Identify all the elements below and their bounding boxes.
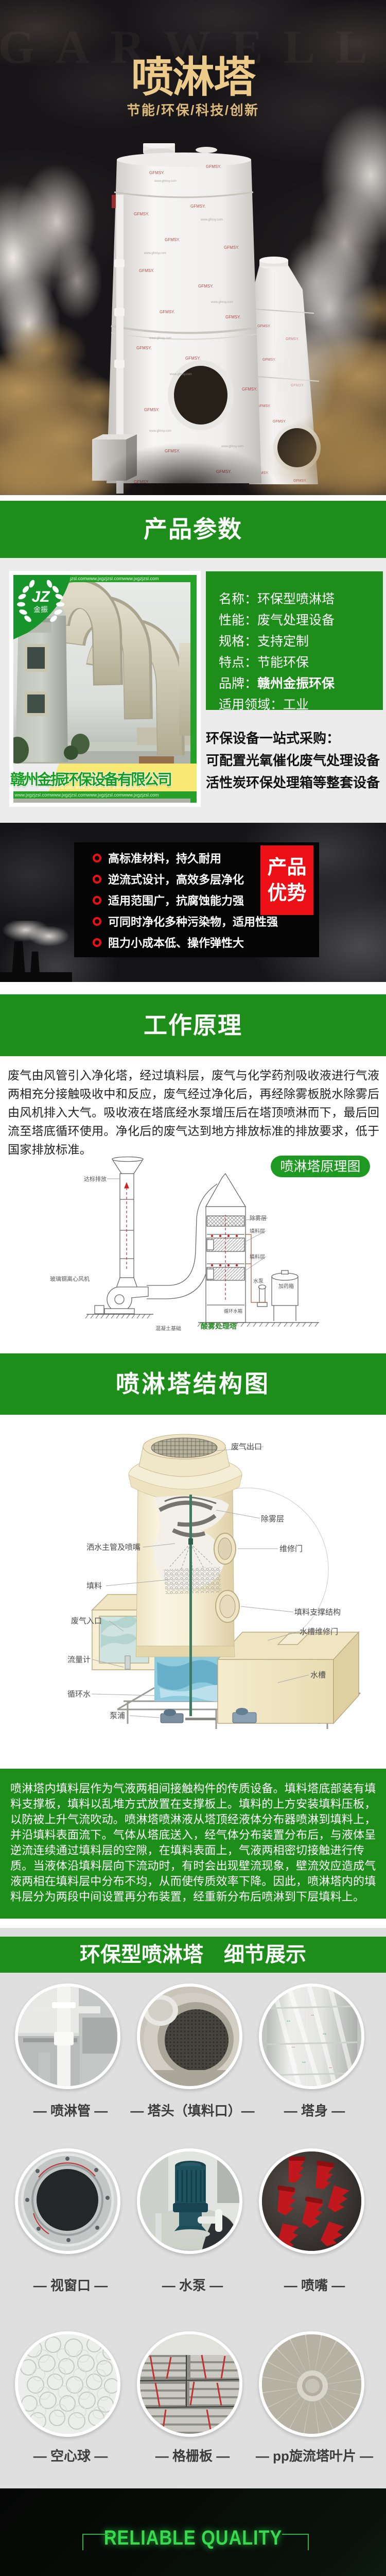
svg-text:--: -- bbox=[292, 2044, 295, 2049]
svg-text:GFMSY.: GFMSY. bbox=[134, 480, 149, 484]
svg-text:◦◦: ◦◦ bbox=[302, 2060, 306, 2065]
svg-text:GFMSY.: GFMSY. bbox=[165, 449, 180, 453]
svg-text:混凝土基础: 混凝土基础 bbox=[155, 1325, 181, 1332]
svg-text:水槽维修门: 水槽维修门 bbox=[300, 1628, 338, 1636]
svg-text:废气入口: 废气入口 bbox=[71, 1617, 102, 1625]
svg-text:--: -- bbox=[311, 2012, 314, 2018]
svg-text:GFMSY.: GFMSY. bbox=[149, 171, 165, 175]
svg-text:泵浦: 泵浦 bbox=[110, 1711, 125, 1720]
svg-text:循环水: 循环水 bbox=[67, 1690, 91, 1699]
svg-text:www.gfmsy.com: www.gfmsy.com bbox=[221, 445, 243, 448]
svg-text:达标排放: 达标排放 bbox=[84, 1175, 107, 1182]
svg-text:填料层: 填料层 bbox=[250, 1228, 265, 1234]
svg-text:www.gfmsy.com: www.gfmsy.com bbox=[149, 337, 171, 340]
svg-text:GFMSY.: GFMSY. bbox=[144, 408, 160, 412]
svg-text:GFMSY.: GFMSY. bbox=[139, 268, 154, 273]
svg-text:填料支撑结构: 填料支撑结构 bbox=[294, 1608, 341, 1617]
svg-text:GFMSY.: GFMSY. bbox=[293, 479, 307, 483]
svg-text:--: -- bbox=[329, 2065, 332, 2070]
svg-text:www.gfmsy.com: www.gfmsy.com bbox=[169, 373, 192, 376]
svg-text:GFMSY.: GFMSY. bbox=[224, 245, 239, 250]
svg-text:除雾层: 除雾层 bbox=[261, 1515, 284, 1523]
svg-text:GFMSY.: GFMSY. bbox=[273, 420, 286, 423]
svg-text:洒水主管及喷嘴: 洒水主管及喷嘴 bbox=[86, 1543, 141, 1552]
svg-text:GFMSY.: GFMSY. bbox=[291, 384, 304, 387]
svg-text:www.gfmsy.com: www.gfmsy.com bbox=[210, 301, 233, 304]
svg-text:填料层: 填料层 bbox=[250, 1253, 265, 1260]
svg-text:GFMSY.: GFMSY. bbox=[242, 387, 257, 392]
svg-text:◦◦: ◦◦ bbox=[323, 2031, 326, 2037]
svg-text:水泵: 水泵 bbox=[253, 1278, 264, 1284]
svg-text:www.gfmsy.com: www.gfmsy.com bbox=[154, 180, 177, 183]
svg-text:填料: 填料 bbox=[86, 1582, 102, 1590]
svg-text:GFMSY.: GFMSY. bbox=[165, 238, 180, 242]
svg-text:GFMSY.: GFMSY. bbox=[206, 164, 221, 169]
svg-text:GFMSY.: GFMSY. bbox=[136, 346, 152, 350]
svg-text:玻璃钢离心风机: 玻璃钢离心风机 bbox=[50, 1275, 90, 1282]
svg-text:加药箱: 加药箱 bbox=[278, 1283, 294, 1290]
svg-text:GFMSY.: GFMSY. bbox=[190, 204, 206, 209]
svg-text:金振: 金振 bbox=[33, 605, 48, 614]
svg-text:水槽: 水槽 bbox=[310, 1671, 326, 1680]
svg-text:◦◦: ◦◦ bbox=[287, 2019, 290, 2024]
svg-text:废气出口: 废气出口 bbox=[231, 1443, 262, 1451]
svg-text:除雾层: 除雾层 bbox=[250, 1214, 267, 1222]
svg-text:GFMSY.: GFMSY. bbox=[185, 356, 201, 361]
svg-text:www.gfmsy.com: www.gfmsy.com bbox=[144, 252, 166, 255]
svg-text:GFMSY.: GFMSY. bbox=[216, 469, 232, 474]
svg-text:GFMSY.: GFMSY. bbox=[286, 337, 299, 341]
svg-text:GFMSY.: GFMSY. bbox=[134, 212, 149, 216]
svg-text:GFMSY.: GFMSY. bbox=[160, 310, 175, 314]
svg-text:GFMSY.: GFMSY. bbox=[198, 284, 214, 289]
svg-text:GFMSY.: GFMSY. bbox=[225, 315, 241, 319]
svg-text:流量计: 流量计 bbox=[67, 1655, 91, 1664]
svg-text:www.gfmsy.com: www.gfmsy.com bbox=[149, 430, 171, 433]
svg-text:www.gfmsy.com: www.gfmsy.com bbox=[200, 218, 223, 222]
svg-text:酸雾处理塔: 酸雾处理塔 bbox=[201, 1322, 237, 1330]
svg-text:维修门: 维修门 bbox=[279, 1545, 303, 1553]
svg-text:循环水箱: 循环水箱 bbox=[224, 1308, 242, 1314]
svg-text:JZ: JZ bbox=[31, 588, 50, 605]
